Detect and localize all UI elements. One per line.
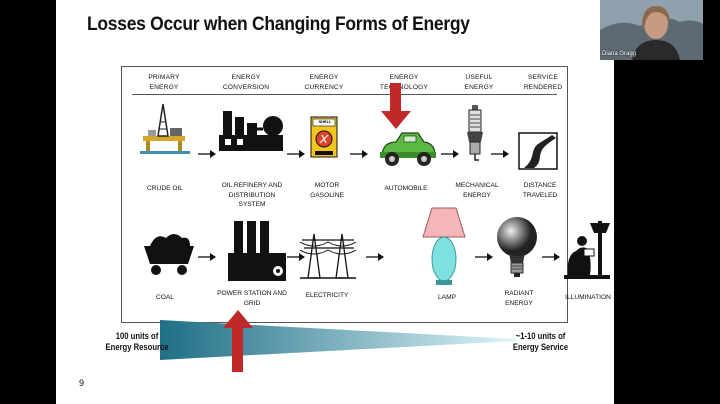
arrow-right-icon (287, 150, 305, 158)
label-mechanical-energy: MECHANICAL ENERGY (455, 182, 499, 199)
power-station-icon (228, 221, 286, 281)
arrow-right-icon (350, 150, 368, 158)
slide-number: 9 (79, 378, 85, 388)
arrow-right-icon (287, 253, 305, 261)
webcam-video[interactable]: Diana Gragg (600, 0, 703, 60)
refinery-icon (219, 111, 283, 151)
label-coal: COAL (156, 294, 174, 301)
oil-rig-icon (140, 103, 190, 154)
coal-cart-icon (144, 234, 194, 275)
red-arrow-up-icon (223, 310, 253, 372)
label-illumination: ILLUMINATION (565, 294, 611, 301)
arrow-right-icon (441, 150, 459, 158)
participant-name: Diana Gragg (602, 51, 637, 57)
gas-pump-icon (310, 116, 338, 158)
slide: Losses Occur when Changing Forms of Ener… (56, 0, 614, 404)
light-bulb-icon (497, 217, 537, 277)
slide-title: Losses Occur when Changing Forms of Ener… (87, 14, 470, 35)
energy-loss-wedge (160, 320, 516, 360)
red-arrow-down-icon (381, 83, 411, 129)
arrow-right-icon (198, 253, 216, 261)
lamp-icon (422, 207, 466, 285)
arrow-right-icon (491, 150, 509, 158)
road-icon (518, 132, 558, 170)
label-crude-oil: CRUDE OIL (147, 185, 183, 192)
label-distance-traveled: DISTANCE TRAVELED (522, 182, 558, 199)
header-divider (132, 94, 557, 95)
arrow-right-icon (542, 253, 560, 261)
label-electricity: ELECTRICITY (305, 292, 349, 299)
label-automobile: AUTOMOBILE (384, 185, 428, 192)
pump-sign: SHELL (318, 119, 332, 124)
arrow-right-icon (198, 150, 216, 158)
arrow-right-icon (475, 253, 493, 261)
label-radiant-energy: RADIANT ENERGY (504, 290, 534, 307)
label-oil-refinery: OIL REFINERY AND DISTRIBUTION SYSTEM (221, 182, 283, 208)
label-motor-gasoline: MOTOR GASOLINE (310, 182, 344, 199)
power-lines-icon (300, 233, 356, 279)
label-lamp: LAMP (438, 294, 456, 301)
spark-plug-icon (467, 105, 483, 161)
participant-video-frame (600, 0, 703, 60)
car-icon (380, 132, 436, 166)
reading-person-icon (564, 221, 610, 279)
arrow-right-icon (366, 253, 384, 261)
label-power-station: POWER STATION AND GRID (217, 290, 287, 307)
